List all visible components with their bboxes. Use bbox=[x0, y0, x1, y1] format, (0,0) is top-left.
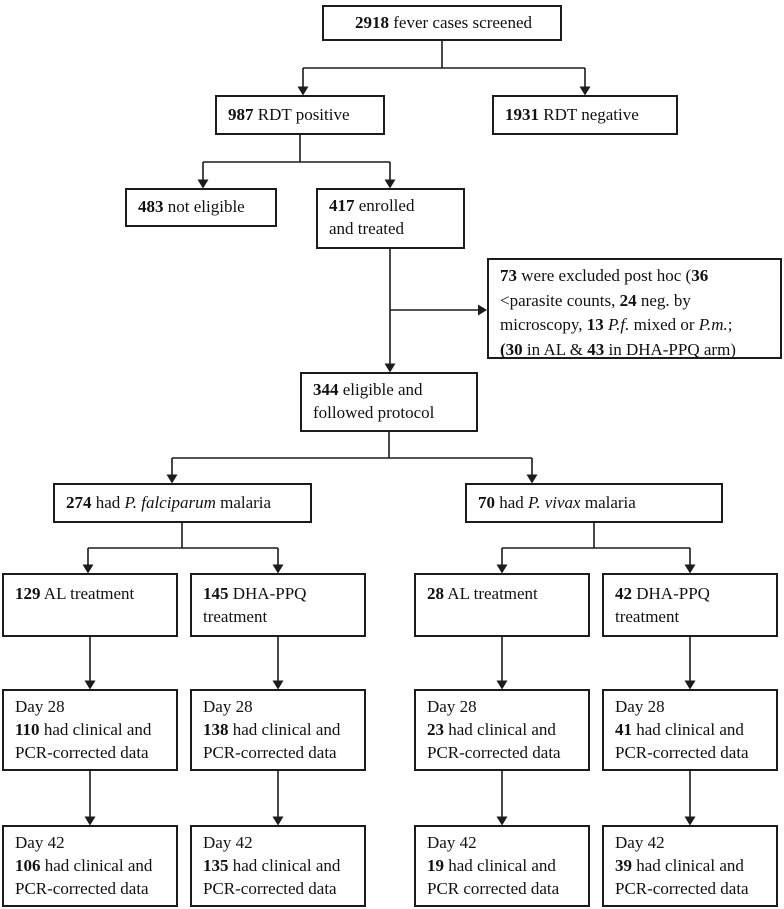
connector-pv-to-treatment bbox=[496, 523, 696, 574]
connector-treatment-to-day28 bbox=[84, 637, 696, 690]
arrow-down-icon bbox=[384, 179, 396, 189]
arrow-down-icon bbox=[384, 363, 396, 373]
arrow-down-icon bbox=[684, 816, 696, 826]
box-not-eligible: 483 not eligible bbox=[125, 188, 277, 227]
box-al-treatment-pf-text: 129 AL treatment bbox=[15, 584, 135, 603]
box-pv-malaria-text: 70 had P. vivax malaria bbox=[478, 492, 636, 512]
box-fever-screened-text: 2918 fever cases screened bbox=[355, 12, 532, 32]
box-pv-malaria: 70 had P. vivax malaria bbox=[465, 483, 723, 523]
box-pf-malaria: 274 had P. falciparum malaria bbox=[53, 483, 312, 523]
arrow-down-icon bbox=[684, 680, 696, 690]
box-excluded-post-hoc: 73 were excluded post hoc (36<parasite c… bbox=[487, 258, 782, 359]
arrow-down-icon bbox=[496, 564, 508, 574]
connector-eligible-to-species bbox=[166, 432, 538, 484]
box-excluded-post-hoc-text: 73 were excluded post hoc (36<parasite c… bbox=[500, 266, 736, 359]
arrow-down-icon bbox=[166, 474, 178, 484]
box-rdt-negative-text: 1931 RDT negative bbox=[505, 104, 639, 124]
box-pf-malaria-text: 274 had P. falciparum malaria bbox=[66, 492, 272, 512]
arrow-down-icon bbox=[84, 680, 96, 690]
arrow-down-icon bbox=[297, 86, 309, 96]
arrow-down-icon bbox=[84, 816, 96, 826]
connector-pf-to-treatment bbox=[82, 523, 284, 574]
box-al-treatment-pv-text: 28 AL treatment bbox=[427, 584, 538, 603]
box-fever-screened: 2918 fever cases screened bbox=[322, 5, 562, 41]
arrow-right-icon bbox=[478, 304, 487, 316]
box-rdt-positive: 987 RDT positive bbox=[215, 95, 385, 135]
arrow-down-icon bbox=[526, 474, 538, 484]
arrow-down-icon bbox=[272, 564, 284, 574]
connector-rdt-to-eligibility bbox=[197, 135, 396, 189]
arrow-down-icon bbox=[272, 680, 284, 690]
arrow-down-icon bbox=[197, 179, 209, 189]
arrow-down-icon bbox=[684, 564, 696, 574]
box-al-treatment-pv: 28 AL treatment bbox=[414, 573, 590, 637]
arrow-down-icon bbox=[272, 816, 284, 826]
arrow-down-icon bbox=[82, 564, 94, 574]
connector-screened-to-rdt bbox=[297, 41, 591, 96]
box-rdt-negative: 1931 RDT negative bbox=[492, 95, 678, 135]
box-rdt-positive-text: 987 RDT positive bbox=[228, 104, 350, 124]
arrow-down-icon bbox=[496, 680, 508, 690]
box-not-eligible-text: 483 not eligible bbox=[138, 197, 245, 217]
connector-day28-to-day42 bbox=[84, 771, 696, 826]
arrow-down-icon bbox=[579, 86, 591, 96]
arrow-down-icon bbox=[496, 816, 508, 826]
connector-enrolled-to-eligible bbox=[384, 249, 487, 373]
box-al-treatment-pf: 129 AL treatment bbox=[2, 573, 178, 637]
